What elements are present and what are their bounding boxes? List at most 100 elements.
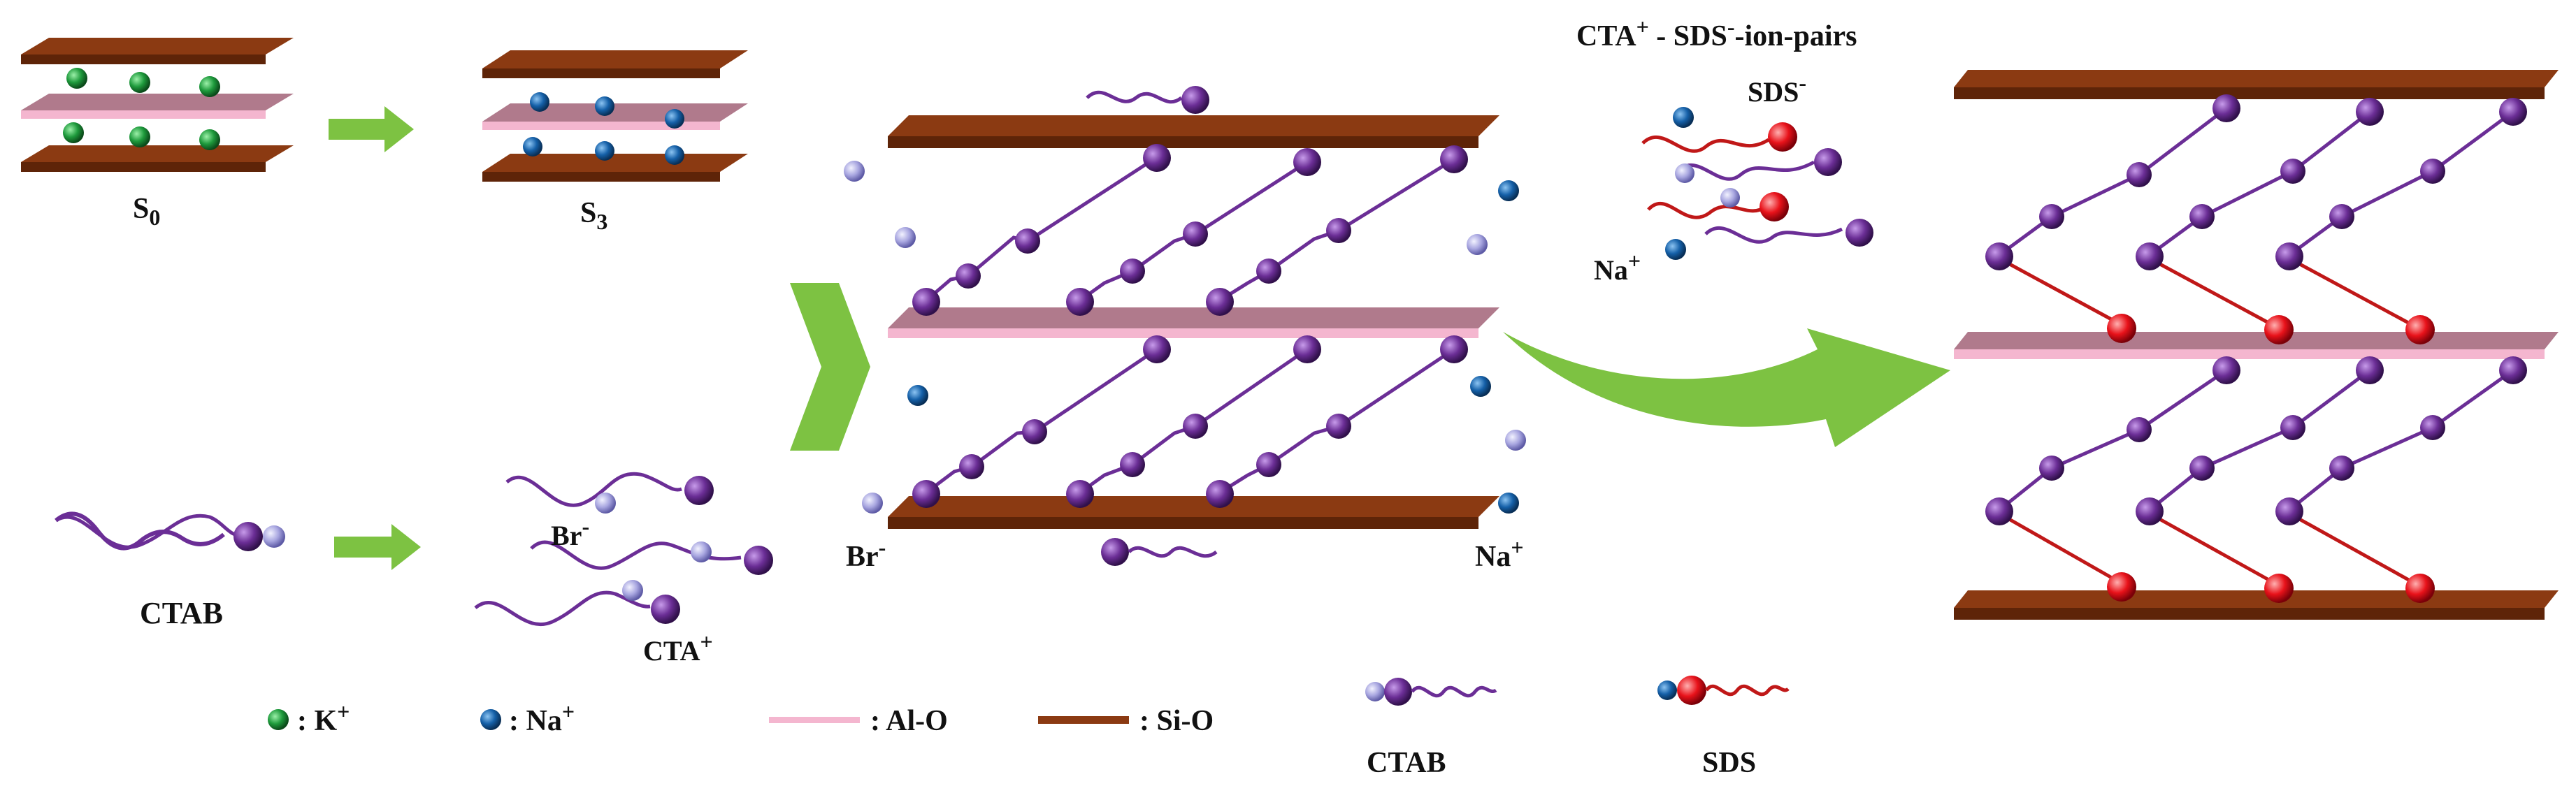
cta-head — [2039, 204, 2064, 229]
cta-chain — [925, 155, 1158, 302]
na-ion — [1498, 180, 1519, 201]
sds-tail — [1647, 201, 1766, 219]
s0-bottom-si-o-layer — [21, 145, 294, 162]
cta-tail — [474, 590, 651, 627]
sds-head — [1677, 676, 1706, 705]
br-ion — [862, 493, 883, 514]
legend-si-o-swatch — [1038, 716, 1129, 724]
cta-head — [2420, 159, 2445, 184]
final-top-si-o-edge — [1954, 87, 2545, 99]
na-ion — [665, 145, 684, 165]
br-ion — [1365, 682, 1385, 701]
big-curved-arrow — [1503, 328, 1950, 447]
cta-head — [956, 263, 981, 289]
legend-si-o-label: : Si-O — [1139, 705, 1214, 737]
s3-al-o-layer — [482, 103, 748, 122]
cta-head — [912, 288, 940, 316]
cta-head — [2499, 356, 2527, 384]
cta-head — [1143, 335, 1171, 363]
cta-head — [1293, 148, 1321, 176]
dissociated-ctab — [474, 472, 773, 627]
middle-bottom-si-o-edge — [888, 517, 1478, 529]
cta-head — [1814, 148, 1842, 176]
ion-pairs-title: CTA+ - SDS--ion-pairs — [1576, 14, 1857, 52]
cta-head — [1293, 335, 1321, 363]
cta-tail — [505, 472, 682, 507]
lower-cta-chains-final — [1998, 368, 2514, 511]
sds-head — [2107, 572, 2136, 602]
free-cta-tail — [1128, 546, 1218, 558]
sds-chain — [2288, 511, 2420, 588]
cta-head — [2212, 94, 2240, 122]
middle-al-o-layer — [888, 307, 1499, 328]
br-ion — [1467, 234, 1488, 255]
cta-head — [1183, 414, 1208, 439]
sds-head — [2405, 315, 2435, 344]
s3-bottom-si-o-layer — [482, 154, 748, 172]
br-ion — [595, 493, 616, 514]
lower-cta-chains — [925, 347, 1455, 495]
s0-stack — [21, 38, 294, 172]
cta-head — [1256, 259, 1281, 284]
cta-head — [959, 454, 984, 479]
cta-chain — [2148, 110, 2371, 257]
s0-bottom-si-o-edge — [21, 162, 266, 172]
s3-top-si-o-layer — [482, 50, 748, 68]
na-ion — [1657, 681, 1677, 700]
final-top-si-o-layer — [1954, 70, 2559, 87]
s3-stack — [482, 50, 748, 182]
cta-head — [1206, 288, 1234, 316]
s3-top-si-o-edge — [482, 68, 720, 78]
final-bottom-si-o-layer — [1954, 590, 2559, 608]
cta-head — [1120, 452, 1145, 477]
sds-label: SDS- — [1748, 70, 1806, 108]
br-ion — [691, 541, 712, 562]
cta-head — [2329, 204, 2354, 229]
cta-head — [2127, 162, 2152, 187]
na-label-bottom: Na+ — [1475, 534, 1524, 573]
upper-sds-chains — [1998, 256, 2420, 330]
cta-head — [1326, 218, 1351, 243]
cta-head — [1181, 86, 1209, 114]
br-ion — [1505, 430, 1526, 451]
s3-bottom-si-o-edge — [482, 172, 720, 182]
middle-top-si-o-layer — [888, 115, 1499, 136]
cta-head — [1183, 221, 1208, 247]
sds-head — [2264, 574, 2294, 603]
lower-sds-chains — [1998, 511, 2420, 588]
na-ion — [1665, 239, 1686, 260]
cta-chain — [1079, 160, 1309, 303]
cta-chain — [925, 347, 1158, 494]
na-ion — [1673, 107, 1694, 128]
na-ion — [595, 96, 614, 116]
br-label-left: Br- — [551, 514, 589, 551]
legend-na-ion-label: : Na+ — [509, 699, 575, 737]
s3-al-o-edge — [482, 122, 720, 130]
final-al-o-edge — [1954, 349, 2545, 359]
cta-head — [651, 595, 680, 624]
cta-head — [2275, 242, 2303, 270]
cta-chain — [2288, 110, 2514, 257]
cta-head — [2356, 356, 2384, 384]
cta-head — [2039, 456, 2064, 481]
cta-head — [1022, 419, 1047, 444]
cta-chain — [1998, 368, 2228, 511]
final-al-o-layer — [1954, 332, 2559, 349]
na-ion — [523, 137, 542, 157]
middle-al-o-edge — [888, 328, 1478, 338]
k-ion — [199, 129, 220, 150]
cta-tail — [1676, 160, 1815, 181]
middle-bottom-si-o-layer — [888, 496, 1499, 517]
cta-head — [1120, 259, 1145, 284]
legend-ctab-icon — [1365, 678, 1497, 706]
cta-head — [1440, 145, 1468, 173]
k-ion — [66, 68, 87, 89]
br-ion — [1720, 188, 1740, 208]
cta-head — [2329, 456, 2354, 481]
cta-head — [1985, 497, 2013, 525]
cta-head — [2127, 417, 2152, 442]
sds-head — [1768, 122, 1797, 152]
cta-head — [2189, 456, 2215, 481]
arrow-ctab-to-ions — [334, 524, 421, 570]
cta-chain — [1218, 347, 1455, 495]
